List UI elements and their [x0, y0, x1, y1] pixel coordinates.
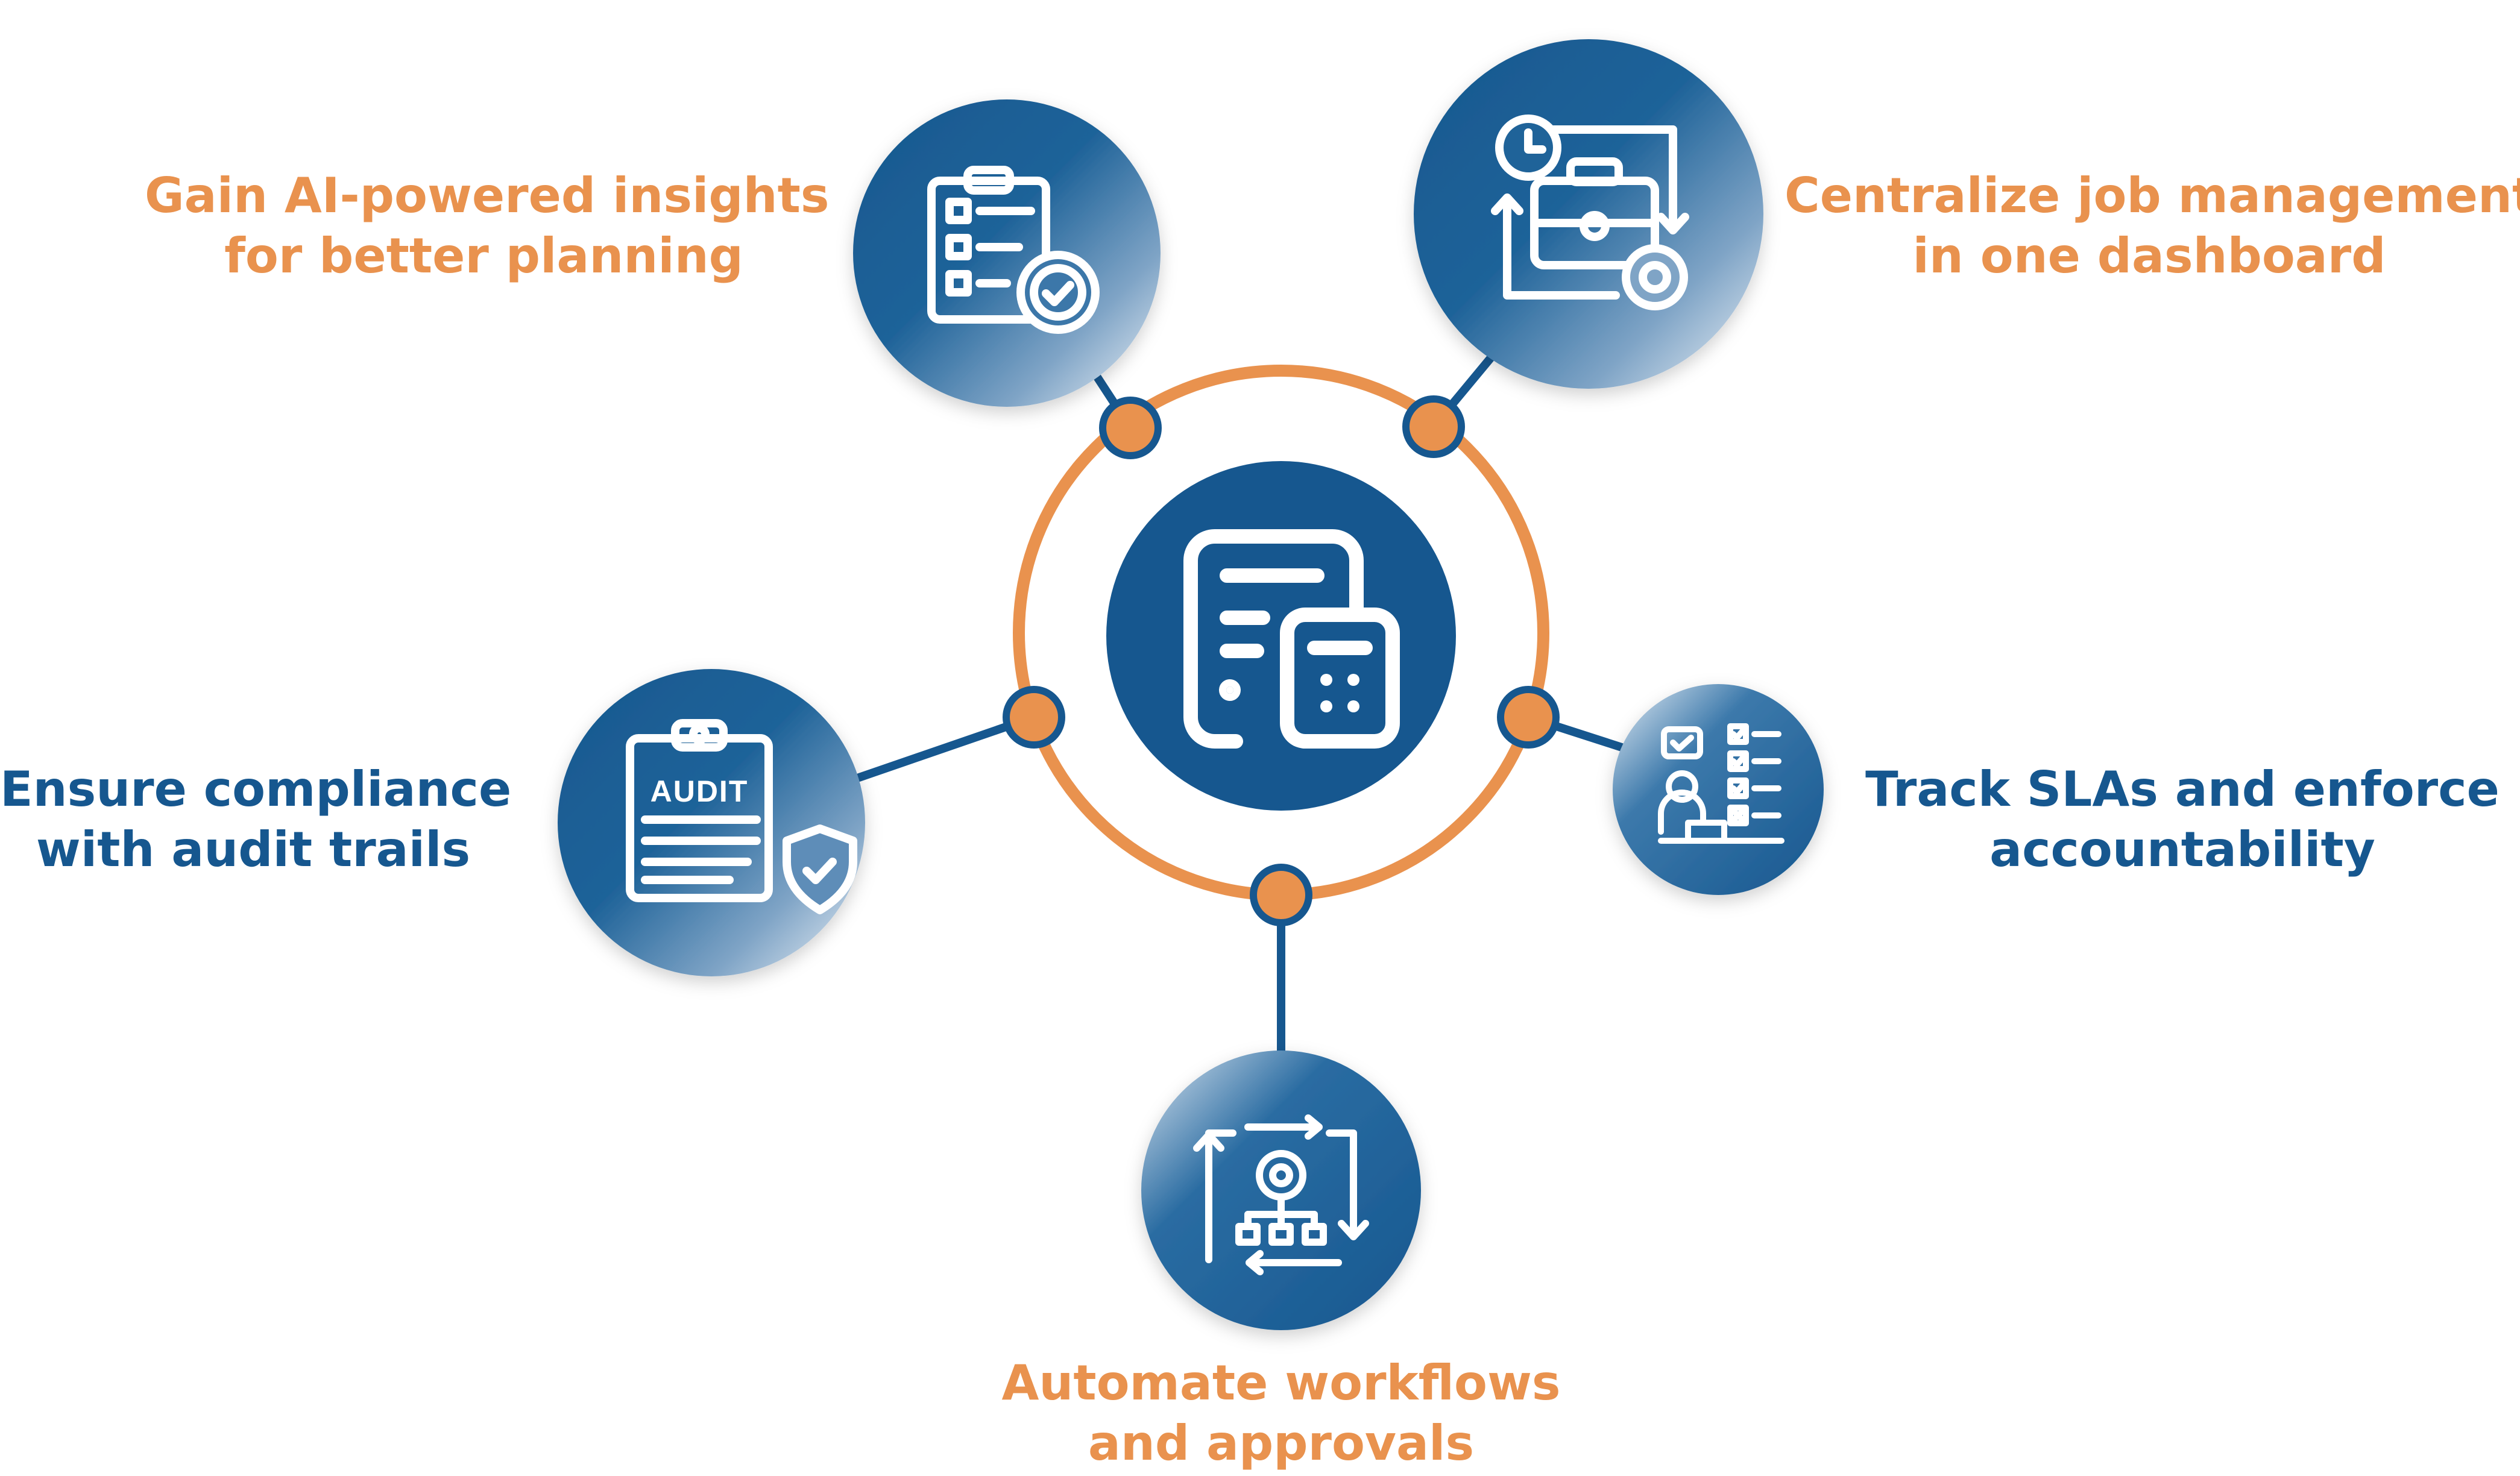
node-compliance: AUDIT [558, 669, 865, 976]
label-sla-line-2: accountability [1989, 821, 2375, 878]
clipboard-checklist-gear-icon [927, 166, 1100, 334]
dot-ai-insights [1099, 397, 1162, 459]
label-compliance-line-1: Ensure compliance [0, 761, 512, 817]
label-ai-insights: Gain AI-powered insights for better plan… [145, 166, 830, 286]
label-job-management-line-2: in one dashboard [1912, 228, 2386, 284]
label-automation-line-2: and approvals [1088, 1415, 1475, 1471]
connector-dots [1003, 395, 1560, 926]
workflow-cycle-gear-icon [1193, 1114, 1369, 1275]
label-ai-insights-line-2: for better planning [224, 228, 743, 284]
label-sla-line-1: Track SLAs and enforce [1865, 761, 2500, 817]
dot-automation [1250, 864, 1312, 926]
calculator-keys [1320, 674, 1359, 712]
label-ai-insights-line-1: Gain AI-powered insights [145, 168, 830, 224]
label-compliance: Ensure compliance with audit trails [0, 759, 512, 880]
label-job-management-line-1: Centralize job management [1784, 168, 2520, 224]
label-compliance-line-2: with audit trails [36, 821, 471, 878]
audit-icon-text: AUDIT [650, 774, 749, 808]
label-sla: Track SLAs and enforce accountability [1863, 759, 2502, 880]
node-job-management [1414, 39, 1763, 389]
node-sla [1613, 684, 1824, 895]
briefcase-clock-gear-icon [1491, 115, 1689, 310]
node-automation [1141, 1050, 1421, 1330]
label-job-management: Centralize job management in one dashboa… [1784, 166, 2520, 286]
person-checklist-icon [1658, 723, 1784, 844]
label-automation: Automate workflows and approvals [977, 1353, 1586, 1474]
central-hub [1106, 461, 1456, 811]
dot-sla [1497, 686, 1560, 749]
node-ai-insights [853, 99, 1161, 407]
audit-clipboard-shield-icon [626, 719, 857, 914]
calculator-document-icon [1183, 529, 1400, 749]
label-automation-line-1: Automate workflows [1001, 1355, 1561, 1411]
dot-job-management [1402, 395, 1465, 458]
dot-compliance [1003, 686, 1065, 749]
